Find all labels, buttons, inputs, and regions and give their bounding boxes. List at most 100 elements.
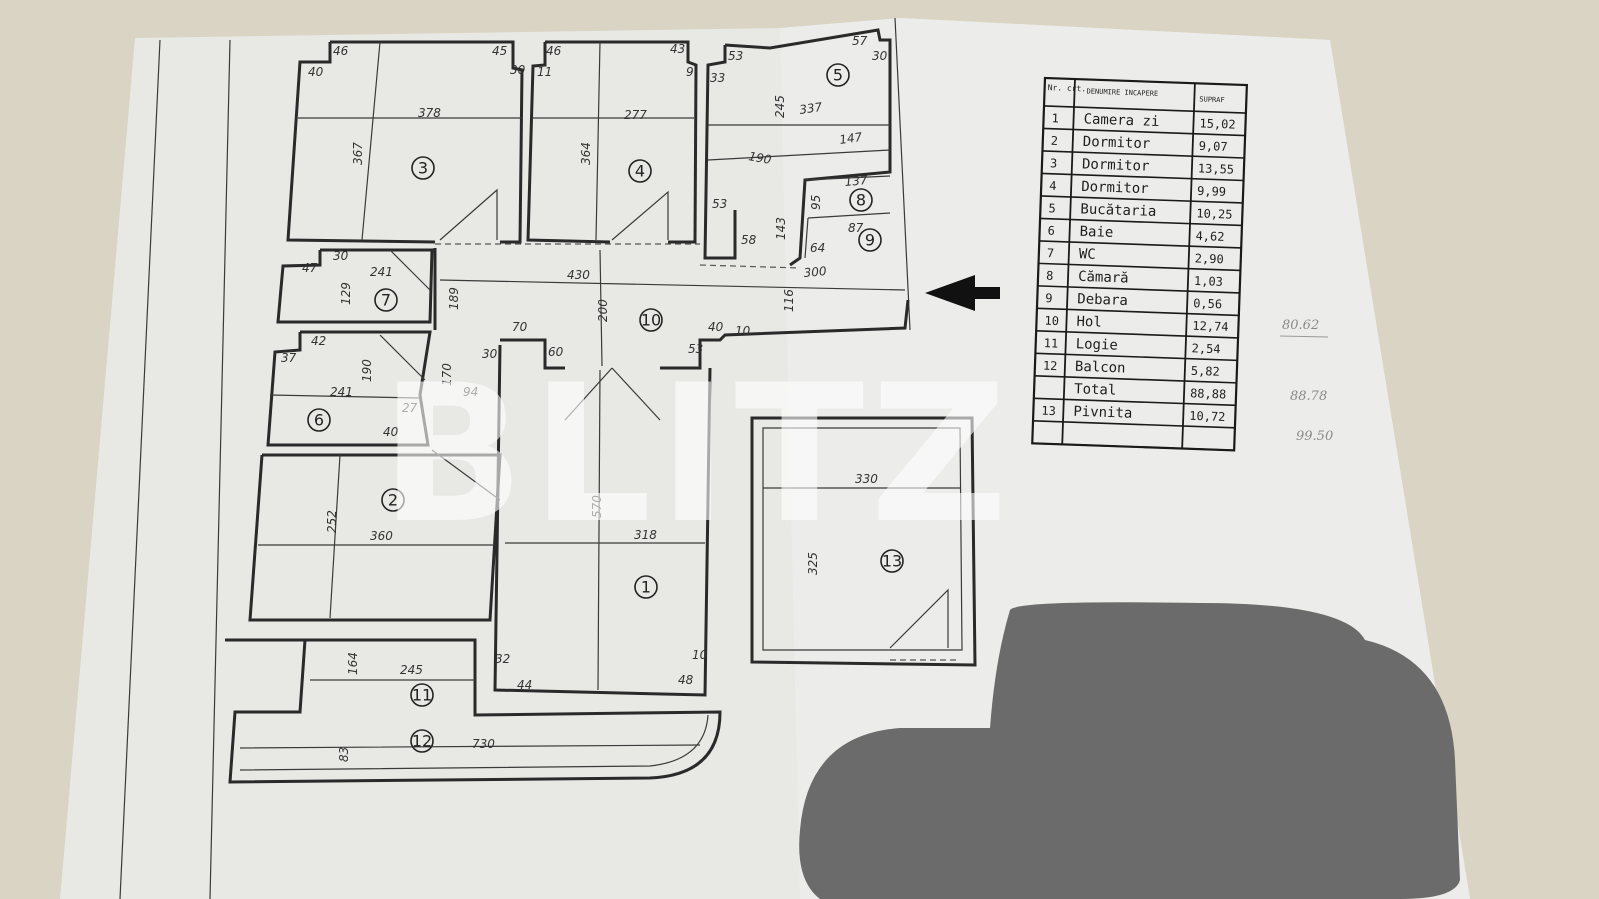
dimension-label: 300: [803, 264, 827, 280]
room-number: 8: [856, 191, 866, 210]
row-room-name: Balcon: [1075, 359, 1126, 377]
header-area: SUPRAF: [1199, 95, 1225, 104]
dimension-label: 137: [844, 173, 868, 189]
row-area: 88,88: [1190, 386, 1227, 401]
row-area: 4,62: [1195, 229, 1224, 244]
dimension-label: 252: [325, 510, 339, 533]
dimension-label: 27: [402, 401, 418, 415]
dimension-label: 40: [383, 425, 399, 439]
dimension-label: 367: [351, 142, 365, 165]
dimension-label: 40: [708, 320, 724, 334]
room-number: 6: [314, 411, 324, 430]
dimension-label: 47: [302, 261, 318, 275]
room-number-circle: [849, 188, 873, 212]
row-room-name: Camera zi: [1083, 111, 1159, 130]
row-number: 13: [1041, 404, 1056, 418]
room-number: 7: [381, 291, 391, 310]
dimension-label: 53: [728, 49, 743, 63]
dimension-label: 11: [537, 65, 552, 79]
dimension-label: 60: [548, 345, 564, 359]
row-area: 9,07: [1198, 139, 1227, 154]
room-number-circle: [880, 549, 904, 573]
room-number-circle: [858, 228, 882, 252]
row-area: 9,99: [1197, 184, 1226, 199]
row-area: 2,54: [1191, 341, 1220, 356]
dimension-label: 147: [838, 130, 863, 147]
dimension-label: 730: [472, 737, 495, 751]
dimension-label: 58: [741, 233, 757, 247]
row-room-name: Bucătaria: [1080, 201, 1156, 220]
room-number: 4: [635, 162, 645, 181]
row-area: 15,02: [1199, 116, 1236, 131]
row-number: 12: [1043, 359, 1058, 373]
dimension-label: 164: [346, 652, 360, 675]
row-room-name: Hol: [1076, 314, 1102, 331]
room-number: 11: [412, 686, 432, 705]
room-number: 9: [865, 231, 875, 250]
dimension-label: 53: [688, 342, 703, 356]
row-number: 9: [1045, 291, 1053, 305]
dimension-label: 42: [311, 334, 326, 348]
room-number-circle: [628, 159, 652, 183]
dimension-label: 143: [774, 217, 788, 240]
dimension-label: 37: [281, 351, 297, 365]
room-number-circle: [410, 683, 434, 707]
row-room-name: Logie: [1075, 336, 1118, 353]
dimension-label: 95: [809, 195, 823, 210]
dimension-label: 430: [567, 268, 590, 282]
row-room-name: Dormitor: [1082, 156, 1150, 174]
room-number-circle: [411, 156, 435, 180]
table-row: 5 Bucătaria 10,25: [1048, 201, 1233, 221]
dimension-label: 200: [596, 299, 610, 322]
room-number: 5: [833, 66, 843, 85]
dimension-label: 241: [370, 265, 393, 279]
dimension-label: 10: [735, 324, 751, 338]
arrow-icon: [925, 275, 1000, 311]
row-room-name: Dormitor: [1081, 179, 1149, 197]
dimension-label: 53: [712, 197, 727, 211]
dimension-label: 10: [692, 648, 708, 662]
row-area: 1,03: [1194, 274, 1223, 289]
redaction-blob: [799, 602, 1460, 899]
room-number: 13: [882, 552, 902, 571]
row-area: 10,25: [1196, 206, 1233, 221]
dimension-label: 170: [440, 363, 454, 386]
annotation-total: 88.78: [1290, 389, 1327, 404]
row-number: 5: [1048, 201, 1056, 215]
dimension-label: 245: [400, 663, 423, 677]
dimension-label: 44: [517, 678, 532, 692]
row-number: 8: [1046, 269, 1054, 283]
row-number: 4: [1049, 179, 1057, 193]
dimension-label: 43: [670, 42, 685, 56]
room-number-circle: [374, 288, 398, 312]
dimension-label: 325: [806, 552, 820, 575]
room-number: 3: [418, 159, 428, 178]
row-number: 7: [1047, 246, 1055, 260]
row-area: 0,56: [1193, 296, 1222, 311]
room-number: 12: [412, 732, 432, 751]
dimension-label: 364: [579, 142, 593, 165]
row-area: 5,82: [1191, 364, 1220, 379]
dimension-label: 30: [482, 347, 498, 361]
dimension-label: 9: [686, 65, 694, 79]
header-nr: Nr. crt.: [1048, 83, 1087, 93]
dimension-label: 245: [773, 95, 787, 118]
room-number-circle: [826, 63, 850, 87]
dimension-label: 129: [339, 282, 353, 305]
room-number: 10: [641, 311, 661, 330]
dimension-label: 64: [810, 241, 825, 255]
row-number: 3: [1050, 156, 1058, 170]
room-number-circle: [410, 729, 434, 753]
dimension-label: 46: [546, 44, 562, 58]
